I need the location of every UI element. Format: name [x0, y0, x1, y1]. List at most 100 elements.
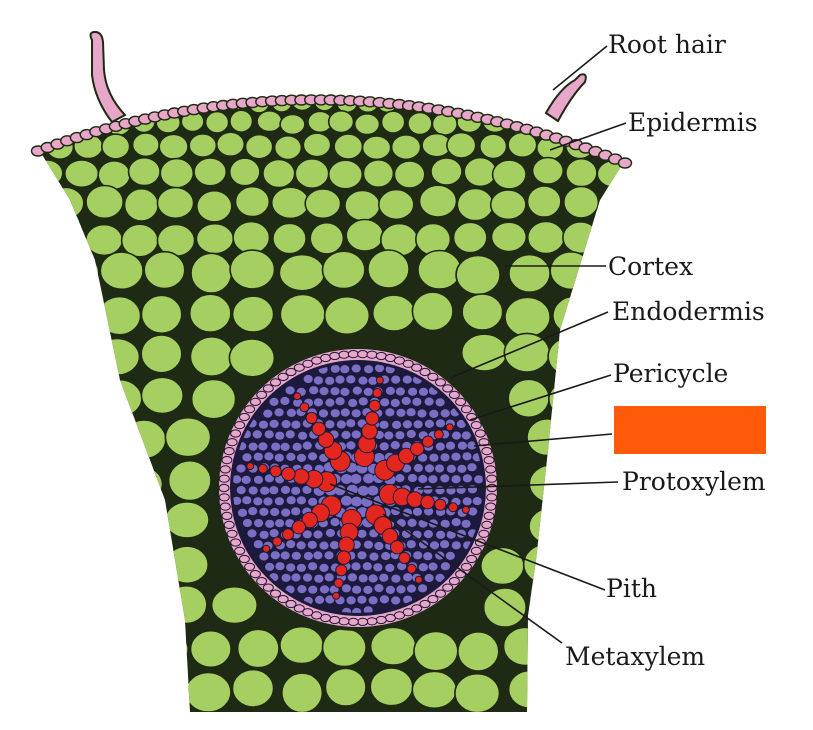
pericycle-cell [427, 595, 439, 604]
cortex-cell [38, 96, 52, 112]
cortex-cell [38, 420, 77, 463]
cortex-cell [38, 109, 53, 133]
stele-cell [418, 387, 429, 396]
stele-cell [462, 474, 472, 483]
stele-cell [446, 464, 456, 473]
stele-cell [263, 497, 273, 506]
pericycle-cell [357, 350, 369, 359]
cortex-cell [455, 254, 501, 296]
cortex-cell [309, 221, 345, 255]
pericycle-cell [293, 363, 305, 372]
leader-masked [473, 433, 613, 447]
cortex-cell [169, 63, 186, 77]
stele-cell [319, 541, 329, 550]
cortex-cell [407, 111, 433, 136]
label-epidermis: Epidermis [628, 108, 758, 137]
cortex-cell [262, 158, 296, 189]
stele-cell [308, 562, 318, 571]
stele-cell [445, 551, 455, 561]
pericycle-cell [483, 456, 495, 465]
pericycle-cell [293, 604, 305, 613]
cortex-cell [46, 186, 85, 220]
pericycle-cell [277, 372, 289, 381]
stele-cell [254, 519, 264, 528]
cortex-cell [568, 546, 612, 588]
stele-cell [352, 585, 362, 594]
cortex-cell [623, 134, 625, 160]
cortex-cell [228, 157, 261, 187]
cortex-cell [507, 669, 552, 709]
cortex-cell [456, 631, 500, 672]
stele-cell [351, 430, 361, 439]
stele-cell [275, 475, 285, 484]
pericycle-cell [285, 599, 297, 609]
stele-cell [280, 551, 290, 560]
stele-cell [291, 420, 301, 429]
cortex-cell [508, 96, 532, 114]
stele-cell [248, 442, 258, 451]
pericycle-cell [270, 589, 281, 598]
pericycle-cell [256, 390, 268, 399]
stele-cell [429, 409, 439, 418]
xylem-vessel [317, 431, 335, 449]
stele-cell [467, 441, 477, 450]
cortex-cell [55, 294, 102, 336]
cortex-cell [313, 77, 330, 92]
stele-cell [264, 430, 274, 439]
stele-cell [352, 607, 362, 613]
cortex-cell [48, 221, 86, 254]
cortex-cell [140, 294, 183, 335]
cortex-cell [165, 545, 210, 585]
epidermis-layer [30, 94, 633, 169]
masked-label-box [614, 406, 766, 454]
cortex-cell [77, 547, 122, 588]
stele-cell [368, 596, 378, 605]
stele-cell [357, 485, 369, 496]
stele-cell [342, 607, 352, 613]
stele-cell [280, 485, 291, 494]
cortex-cell [156, 186, 195, 220]
cortex-cell [411, 670, 458, 710]
stele-cell [429, 453, 439, 462]
stele-cell [259, 507, 269, 516]
cortex-cell [452, 221, 488, 254]
cortex-cell [427, 76, 444, 92]
stele-cell [302, 573, 313, 582]
label-pith: Pith [606, 574, 657, 603]
cortex-cell [571, 460, 617, 502]
pericycle-cell [366, 617, 378, 626]
xylem-vessel [257, 463, 268, 474]
pericycle-cell [223, 520, 235, 530]
stele-cell [451, 431, 462, 440]
cortex-cell [215, 131, 246, 157]
stele-cell [385, 563, 395, 573]
stele-cell [451, 541, 461, 550]
cortex-cell [294, 158, 330, 190]
stele-cell [335, 397, 345, 406]
cortex-cell [456, 187, 495, 222]
cortex-cell [483, 62, 498, 76]
pericycle-cell [442, 384, 454, 393]
pericycle-cell [486, 493, 498, 502]
cortex-cell [64, 159, 100, 189]
stele-cell [340, 387, 350, 396]
cortex-cell [32, 77, 49, 93]
cortex-cell [279, 293, 326, 335]
stele-cell [270, 507, 280, 517]
cortex-cell [522, 543, 568, 585]
stele-cell [302, 485, 312, 494]
cortex-cell [369, 626, 417, 666]
stele-cell [233, 496, 242, 505]
xylem-vessel [338, 536, 355, 554]
stele-cell [351, 562, 361, 571]
stele-cell [457, 464, 467, 473]
cortex-cell [84, 223, 124, 257]
stele-cell [379, 595, 389, 604]
stele-cell [351, 409, 361, 418]
stele-cell [315, 595, 325, 605]
pericycle-cell [302, 359, 314, 368]
stele-cell [275, 562, 285, 571]
stele-cell [395, 431, 405, 440]
cortex-cell [270, 186, 310, 220]
cortex-cell [189, 629, 232, 669]
